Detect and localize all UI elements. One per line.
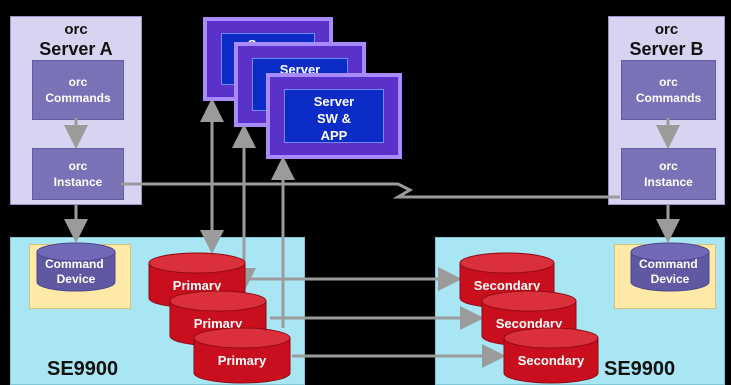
server-a-title: Server A xyxy=(39,39,113,59)
server-a-orc-commands: orc Commands xyxy=(32,60,124,120)
primary-disk-3: Primary xyxy=(193,327,291,384)
server-a-instance-text: orc Instance xyxy=(53,159,103,189)
instance-link-line xyxy=(121,182,620,199)
server-b-instance-text: orc Instance xyxy=(644,159,693,189)
server-a-commands-text: orc Commands xyxy=(45,75,111,105)
command-device-left-text: Command Device xyxy=(45,257,107,286)
command-device-right-text: Command Device xyxy=(639,257,701,286)
server-b-panel: orc Server B orc Commands orc Instance xyxy=(608,16,725,205)
secondary-disk-2-label: Secondary xyxy=(496,316,563,331)
server-vm-front: Server SW & APP xyxy=(266,73,402,159)
secondary-disk-3-label: Secondary xyxy=(518,353,585,368)
storage-right-label: SE9900 xyxy=(604,358,676,380)
server-b-orc-instance: orc Instance xyxy=(621,148,716,200)
server-b-orc-commands: orc Commands xyxy=(621,60,716,120)
server-b-orc-label: orc xyxy=(654,21,679,38)
server-vm-front-screen xyxy=(284,89,384,143)
storage-left-label: SE9900 xyxy=(47,358,119,380)
server-vm-front-label: Server SW & APP xyxy=(313,94,355,143)
primary-disk-1-label: Primary xyxy=(173,278,222,293)
server-a-orc-label: orc xyxy=(64,21,88,38)
command-device-left-line2: Device xyxy=(57,272,96,286)
command-device-left-line1: Command xyxy=(45,257,104,271)
server-b-title: Server B xyxy=(629,39,704,59)
server-a-panel: orc Server A orc Commands orc Instance xyxy=(10,16,142,205)
command-device-right-line2: Device xyxy=(651,272,690,286)
command-device-right: Command Device xyxy=(630,242,710,292)
secondary-disk-1-label: Secondary xyxy=(474,278,541,293)
server-b-commands-text: orc Commands xyxy=(635,75,702,105)
primary-disk-2: Primary xyxy=(169,290,267,347)
primary-disk-3-label: Primary xyxy=(218,353,267,368)
command-device-right-line1: Command xyxy=(639,257,698,271)
server-a-orc-instance: orc Instance xyxy=(32,148,124,200)
primary-disk-2-label: Primary xyxy=(194,316,243,331)
secondary-disk-3: Secondary xyxy=(503,327,599,384)
command-device-left: Command Device xyxy=(36,242,116,292)
